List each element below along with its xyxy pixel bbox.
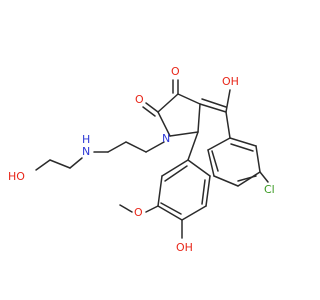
bond <box>207 137 231 151</box>
bond <box>201 179 206 205</box>
bond <box>69 157 83 169</box>
bond <box>207 149 215 177</box>
bond <box>255 145 261 173</box>
chlorine-label: Cl <box>264 183 275 196</box>
bond <box>197 103 201 133</box>
bond <box>177 93 201 105</box>
bond <box>199 103 227 113</box>
bond <box>213 175 239 187</box>
amine-nitrogen-label: N <box>82 145 90 158</box>
bond <box>157 93 179 113</box>
bond <box>237 171 261 187</box>
bond <box>259 171 269 183</box>
bond <box>161 159 189 177</box>
guaiacyl-ring <box>119 131 211 239</box>
chlorophenyl-ring <box>207 111 269 187</box>
side-chain <box>35 141 165 171</box>
bond <box>225 89 231 113</box>
bond <box>35 159 51 171</box>
bond <box>187 159 211 177</box>
bond <box>211 150 219 172</box>
bond <box>119 204 133 213</box>
bond <box>145 141 165 153</box>
bond <box>49 159 71 169</box>
bond <box>157 175 163 207</box>
bond <box>237 175 257 182</box>
bond <box>169 131 199 137</box>
bond <box>164 165 188 182</box>
bond <box>181 205 207 221</box>
enol-hydroxyl-label: OH <box>222 75 239 88</box>
atom-labels: O O N OH Cl HO N H O OH <box>8 65 275 254</box>
bond <box>142 106 156 117</box>
phenol-hydroxyl-label: OH <box>176 241 193 254</box>
structure-canvas: O O N OH Cl HO N H O OH <box>8 65 275 254</box>
molecule-diagram: O O N OH Cl HO N H O OH <box>8 65 275 254</box>
bond <box>107 141 127 153</box>
enol-bonds <box>199 89 231 113</box>
lactam-oxygen-label: O <box>135 93 144 106</box>
terminal-hydroxyl-label: HO <box>8 170 25 183</box>
bond <box>145 102 159 113</box>
bond <box>225 111 231 139</box>
methoxy-oxygen-label: O <box>134 206 143 219</box>
bond <box>125 141 147 153</box>
pyrrolidinone-ring <box>157 93 201 137</box>
carbonyl-bonds <box>142 79 179 117</box>
bond <box>157 111 171 137</box>
bond <box>160 202 182 215</box>
bond <box>205 175 211 207</box>
bond <box>145 205 159 213</box>
bond <box>187 131 199 161</box>
bond <box>157 205 183 221</box>
keto-oxygen-label: O <box>171 65 180 78</box>
bond <box>201 98 227 108</box>
bond <box>230 143 254 152</box>
ring-nitrogen-label: N <box>162 132 170 145</box>
amine-hydrogen-label: H <box>82 133 90 146</box>
bond <box>229 137 257 147</box>
